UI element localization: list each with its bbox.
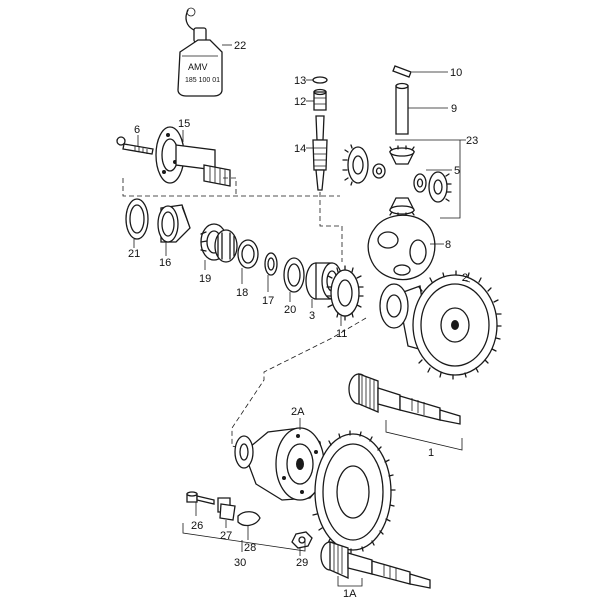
callout-15: 15	[178, 118, 190, 130]
callout-3: 3	[309, 310, 315, 322]
part-28-clip	[237, 511, 261, 540]
part-12-bushing	[306, 88, 327, 111]
part-29-nut	[291, 531, 313, 556]
callout-8: 8	[445, 239, 451, 251]
callout-14: 14	[294, 143, 306, 155]
part-15-drive-flange	[155, 126, 231, 187]
part-21-seal	[125, 198, 149, 248]
part-14-drive-pinion	[306, 115, 328, 191]
callout-11: 11	[336, 328, 347, 340]
part-26-bolt	[186, 491, 215, 516]
callout-1a: 1A	[343, 588, 357, 600]
bracket-30	[182, 523, 306, 552]
callout-9: 9	[451, 103, 457, 115]
part-3-bearing	[305, 262, 343, 308]
callout-16: 16	[159, 257, 171, 269]
part-2-ring-gear-housing	[379, 270, 502, 380]
part-1a-pinion-shaft	[320, 541, 431, 589]
dashed-guide-ring-gear	[231, 317, 367, 451]
callout-5: 5	[454, 165, 460, 177]
callout-27: 27	[220, 530, 232, 542]
callout-1: 1	[428, 447, 434, 459]
bottle-brand-label: AMV	[188, 62, 208, 72]
callout-12: 12	[294, 96, 306, 108]
bracket-23	[395, 139, 466, 219]
part-23-washer	[372, 163, 386, 179]
callout-20: 20	[284, 304, 296, 316]
part-11-gear-wheel	[326, 265, 364, 326]
part-19-tapered-roller-bearing	[200, 223, 238, 270]
part-10-pin	[392, 65, 448, 78]
callout-21: 21	[128, 248, 140, 260]
callout-22: 22	[234, 40, 246, 52]
callout-17: 17	[262, 295, 274, 307]
part-23-side-gear-right	[428, 171, 452, 203]
part-1-pinion-shaft	[348, 373, 463, 451]
callout-30: 30	[234, 557, 246, 569]
part-23-planet-gear-top	[388, 145, 416, 165]
callout-2a: 2A	[291, 406, 305, 418]
callout-18: 18	[236, 287, 248, 299]
dashed-guide-column	[319, 192, 343, 262]
callout-2: 2	[462, 272, 468, 284]
callout-6: 6	[134, 124, 140, 136]
callout-26: 26	[191, 520, 203, 532]
callout-23: 23	[466, 135, 478, 147]
part-27-lock-washer	[217, 497, 236, 528]
part-22-oil-bottle: AMV 185 100 01	[177, 7, 232, 97]
part-1a-crown-wheel	[312, 430, 396, 554]
part-23-planet-gear-bottom	[388, 197, 416, 217]
part-20-shim	[283, 257, 305, 302]
callout-10: 10	[450, 67, 462, 79]
part-6-bolt	[116, 135, 154, 155]
callout-28: 28	[244, 542, 256, 554]
callout-29: 29	[296, 557, 308, 569]
callout-13: 13	[294, 75, 306, 87]
part-16-housing-cap	[157, 204, 191, 256]
part-2a-differential-carrier	[234, 418, 326, 501]
callout-19: 19	[199, 273, 211, 285]
part-5-thrust-washer	[413, 169, 452, 193]
part-9-cross-shaft	[395, 82, 448, 135]
part-17-spacer	[264, 252, 278, 292]
bottle-code-label: 185 100 01	[185, 77, 220, 84]
part-18-bearing-race	[237, 239, 259, 284]
part-13-ring	[306, 76, 328, 84]
part-8-differential-housing	[367, 214, 444, 281]
part-23-side-gear-left	[342, 144, 369, 186]
dashed-guide-flange	[122, 177, 340, 197]
